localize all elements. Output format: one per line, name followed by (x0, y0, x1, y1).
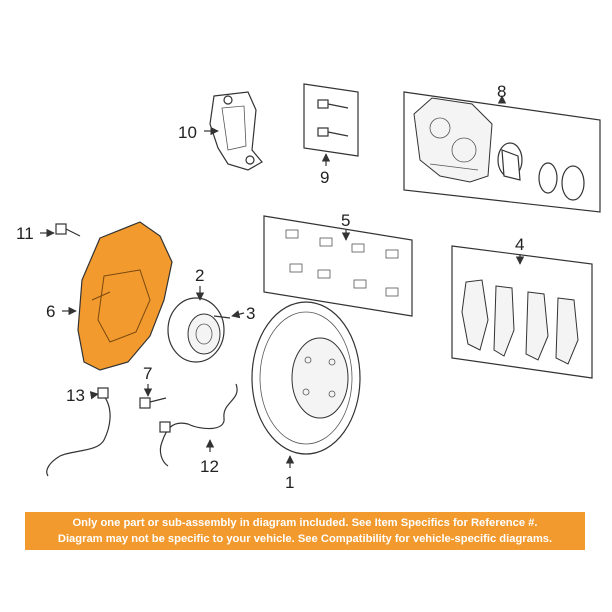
callout-8: 8 (497, 82, 506, 101)
seal-ring-outer (561, 165, 585, 201)
caliper-bolts-box (303, 83, 359, 157)
callout-10: 10 (178, 123, 197, 142)
callout-12: 12 (200, 457, 219, 476)
notice-banner: Only one part or sub-assembly in diagram… (25, 512, 585, 550)
piston (497, 142, 523, 181)
callout-3: 3 (246, 304, 255, 323)
brake-rotor-part (251, 301, 361, 455)
wheel-speed-sensor-part (159, 383, 238, 467)
callout-13: 13 (66, 386, 85, 405)
callout-9: 9 (320, 168, 329, 187)
caliper-body (413, 97, 493, 183)
leader-lines (40, 95, 525, 468)
hub-bolt-part (139, 397, 167, 409)
notice-line-1: Only one part or sub-assembly in diagram… (72, 517, 538, 529)
callout-1: 1 (285, 473, 294, 492)
hub-bearing-part (167, 297, 225, 363)
pad-clips-box (263, 215, 413, 317)
brake-pads-box (451, 245, 593, 379)
caliper-assembly-box (403, 91, 601, 213)
callout-7: 7 (143, 364, 152, 383)
callout-11: 11 (16, 224, 34, 243)
callout-6: 6 (46, 302, 55, 321)
splash-shield-part (77, 221, 173, 371)
seal-ring-inner (538, 162, 558, 194)
wheel-stud-part (213, 315, 231, 319)
caliper-bracket-part (209, 91, 263, 171)
callout-2: 2 (195, 266, 204, 285)
shield-bolt-part (55, 223, 81, 237)
callout-5: 5 (341, 211, 350, 230)
bolt-upper (317, 99, 349, 109)
bolt-lower (317, 127, 349, 137)
callout-4: 4 (515, 235, 524, 254)
notice-line-2: Diagram may not be specific to your vehi… (57, 533, 553, 545)
